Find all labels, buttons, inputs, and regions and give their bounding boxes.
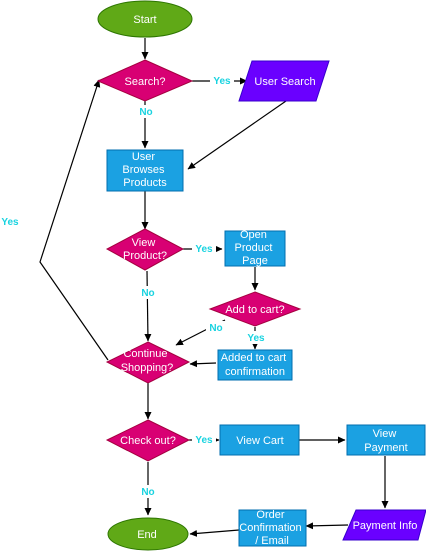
edge-continue-to-search <box>39 79 109 361</box>
search-decision: Search? <box>96 59 194 102</box>
view-cart-process: View Cart <box>219 424 300 456</box>
order-confirmation-line-3: / Email <box>255 535 289 547</box>
added-confirmation-line-2: confirmation <box>225 366 285 378</box>
view-payment-process: View Payment <box>346 424 426 456</box>
order-confirmation-line-2: Confirmation <box>239 522 301 534</box>
svg-text:View Payment: View Payment <box>364 428 407 454</box>
end-node: End <box>107 517 189 551</box>
open-product-page-line-2: Product <box>235 242 273 254</box>
open-product-page-line-1: Open <box>240 229 267 241</box>
edge-label-view-product-yes: Yes <box>195 244 213 255</box>
view-product-decision-line-2: Product? <box>123 250 167 262</box>
open-product-page-process: Open Product Page <box>224 229 286 267</box>
edge-label-continue-yes: Yes <box>1 217 19 228</box>
svg-text:Open Product P: Open Product Page <box>235 229 276 267</box>
edge-label-search-no: No <box>139 107 152 118</box>
end-node-label: End <box>137 529 157 541</box>
browse-process-line-3: Products <box>123 177 167 189</box>
continue-shopping-line-1: Continue <box>123 348 167 360</box>
edges <box>39 38 389 537</box>
view-payment-line-2: Payment <box>364 442 407 454</box>
check-out-decision-label: Check out? <box>120 435 176 447</box>
nodes: Start Search? User Search User Browses P… <box>96 0 426 551</box>
view-cart-label: View Cart <box>236 435 283 447</box>
view-product-decision-line-1: View <box>132 237 156 249</box>
edge-label-add-cart-yes: Yes <box>247 333 265 344</box>
edge-user-search-to-browse <box>187 100 287 170</box>
browse-process: User Browses Products <box>106 149 184 192</box>
edge-label-view-product-no: No <box>141 288 154 299</box>
edge-label-add-cart-no: No <box>209 323 222 334</box>
continue-shopping-decision: Continue Shopping? <box>105 341 191 384</box>
svg-text:Added to cart confirma: Added to cart confirmation <box>221 352 290 378</box>
edge-confirmation-to-continue <box>189 360 217 368</box>
added-confirmation-process: Added to cart confirmation <box>217 349 293 381</box>
edge-label-checkout-yes: Yes <box>195 435 213 446</box>
user-search-io-label: User Search <box>254 76 315 88</box>
add-to-cart-decision: Add to cart? <box>208 291 302 327</box>
continue-shopping-line-2: Shopping? <box>121 362 174 374</box>
payment-info-io-label: Payment Info <box>353 520 418 532</box>
edge-label-checkout-no: No <box>141 487 154 498</box>
view-payment-line-1: View <box>373 428 397 440</box>
browse-process-line-1: User <box>132 151 156 163</box>
add-to-cart-decision-label: Add to cart? <box>225 304 284 316</box>
view-product-decision: View Product? <box>105 228 185 271</box>
edge-labels: Yes No Yes No No Yes Yes Yes No <box>0 74 268 498</box>
edge-order-confirmation-to-end <box>189 529 240 537</box>
browse-process-line-2: Browses <box>122 164 165 176</box>
check-out-decision: Check out? <box>105 419 191 462</box>
order-confirmation-line-1: Order <box>256 509 284 521</box>
payment-info-io: Payment Info <box>342 509 426 541</box>
user-search-io: User Search <box>238 60 330 102</box>
search-decision-label: Search? <box>125 76 166 88</box>
svg-text:Order Confirmation: Order Confirmation / Email <box>239 509 304 547</box>
svg-text:View Product?: View Product? <box>123 237 167 262</box>
edge-view-product-to-continue <box>144 270 152 342</box>
edge-payment-info-to-order-confirmation <box>305 522 349 530</box>
start-node: Start <box>97 0 193 38</box>
svg-text:User Browses P: User Browses Products <box>122 151 167 189</box>
svg-text:Continue Shopping?: Continue Shopping? <box>121 348 174 374</box>
open-product-page-line-3: Page <box>242 255 268 267</box>
edge-label-search-yes: Yes <box>213 76 231 87</box>
added-confirmation-line-1: Added to cart <box>221 352 286 364</box>
order-confirmation-process: Order Confirmation / Email <box>238 509 307 547</box>
start-node-label: Start <box>133 14 156 26</box>
